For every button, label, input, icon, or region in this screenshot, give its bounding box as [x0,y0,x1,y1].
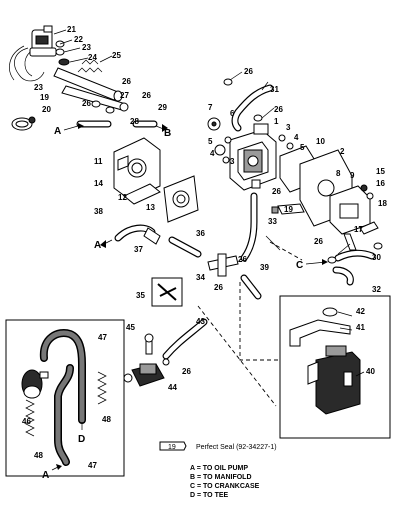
letter-markers: A B A C D A [42,123,328,481]
letter-marker-d: D [78,434,85,445]
callout: 33 [268,217,277,226]
callout: 30 [372,253,381,262]
filter-assembly-box [279,295,391,439]
callout: 37 [134,245,143,254]
callout: 20 [42,105,51,114]
callout: 29 [158,103,167,112]
callout: 39 [260,263,269,272]
inset-fuel-line-box [5,319,125,477]
letter-marker-a: A [42,470,49,481]
callout: 35 [136,291,145,300]
callout: 34 [196,273,205,282]
callout: 22 [74,35,83,44]
callout: 3 [286,123,291,132]
callout: 7 [208,103,213,112]
callout: 46 [22,417,31,426]
callout: 38 [94,207,103,216]
callout: 26 [244,67,253,76]
callout: 26 [274,105,283,114]
fuel-pump-body [207,78,353,227]
callout: 26 [238,255,247,264]
callout: 26 [122,77,131,86]
letter-marker-c: C [296,260,303,271]
callout: 26 [214,283,223,292]
callout: 48 [102,415,111,424]
letter-marker-a: A [54,126,61,137]
legend-item-d: D = TO TEE [190,492,229,499]
lower-pump-assembly [123,318,208,387]
callout: 4 [210,149,215,158]
legend-item-a: A = TO OIL PUMP [190,465,248,472]
callout: 27 [120,91,129,100]
fuel-hoses [114,192,383,300]
callout: 40 [366,367,375,376]
callout: 8 [336,169,341,178]
mounting-plates [113,137,199,223]
callout: 10 [316,137,325,146]
callout: 26 [142,91,151,100]
callout: 28 [130,117,139,126]
bleed-valve-bracket [329,184,379,251]
callout-leaders [53,29,365,377]
callout: 21 [67,25,76,34]
legend: A = TO OIL PUMP B = TO MANIFOLD C = TO C… [190,465,260,499]
callout: 36 [196,229,205,238]
callout: 17 [354,225,363,234]
callout: 18 [378,199,387,208]
callout: 9 [350,171,355,180]
callout: 14 [94,179,103,188]
callout: 1 [274,117,279,126]
legend-item-b: B = TO MANIFOLD [190,474,252,481]
callout: 47 [88,461,97,470]
callout: 26 [272,187,281,196]
callout: 44 [168,383,177,392]
callout: 6 [230,109,235,118]
callout: 47 [98,333,107,342]
callout: 26 [314,237,323,246]
callout-numbers: 21 22 23 24 25 26 23 19 20 26 27 26 29 2… [22,25,387,470]
callout: 26 [182,367,191,376]
callout: 23 [34,83,43,92]
callout: 42 [356,307,365,316]
callout: 19 [40,93,49,102]
callout: 26 [82,99,91,108]
callout: 19 [284,205,293,214]
callout: 13 [146,203,155,212]
callout: 15 [376,167,385,176]
callout: 3 [230,157,235,166]
callout: 2 [340,147,345,156]
callout: 5 [208,137,213,146]
callout: 12 [118,193,127,202]
callout: 5 [300,143,305,152]
seal-badge: 19 [168,444,176,451]
letter-marker-a: A [94,240,101,251]
seal-note: Perfect Seal (92-34227-1) [196,444,277,451]
callout: 41 [356,323,365,332]
letter-marker-b: B [164,128,171,139]
callout: 31 [270,85,279,94]
sealant-note: 19 Perfect Seal (92-34227-1) [159,441,277,451]
dashed-leaders [197,241,303,407]
primer-solenoid-assembly [9,25,129,131]
callout: 48 [34,451,43,460]
callout: 45 [126,323,135,332]
callout: 32 [372,285,381,294]
seal-tube [271,203,305,215]
callout: 11 [94,157,103,166]
callout: 25 [112,51,121,60]
callout: 16 [376,179,385,188]
legend-item-c: C = TO CRANKCASE [190,483,260,490]
fitting-kit-35 [151,277,183,307]
callout: 24 [88,53,97,62]
callout: 23 [82,43,91,52]
callout: 4 [294,133,299,142]
callout: 43 [196,317,205,326]
